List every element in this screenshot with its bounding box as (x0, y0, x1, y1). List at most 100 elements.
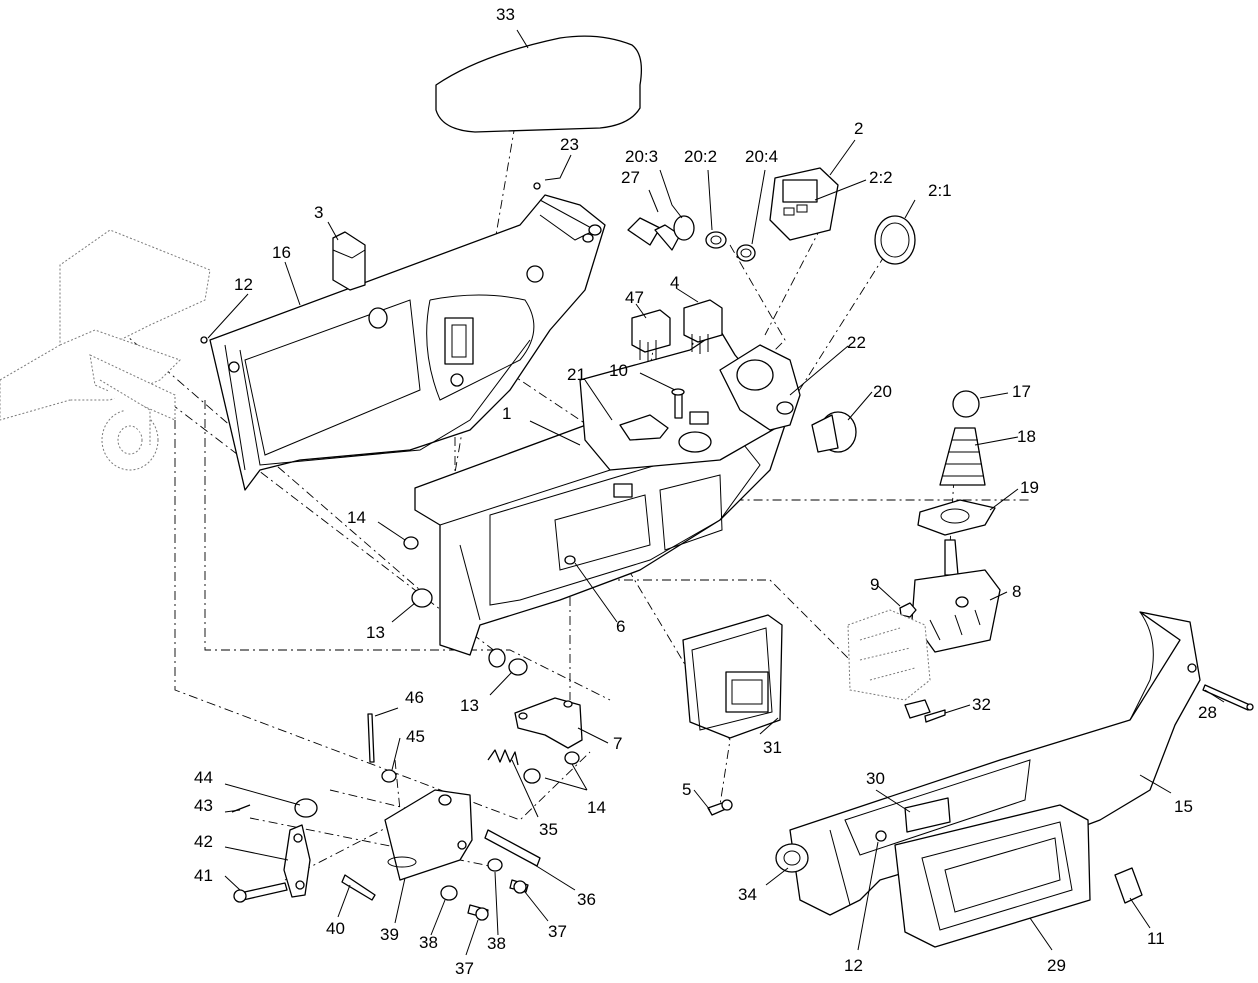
ignition-switch-20 (811, 411, 857, 453)
callout-38a: 38 (419, 933, 438, 952)
callout-32: 32 (972, 695, 991, 714)
callout-20: 20 (873, 382, 892, 401)
connector-block (847, 609, 931, 719)
callout-36: 36 (577, 890, 596, 909)
bolt-37a (467, 904, 489, 921)
callout-30: 30 (866, 769, 885, 788)
callout-45: 45 (406, 727, 425, 746)
callout-2: 2 (854, 119, 863, 138)
callout-9: 9 (870, 575, 879, 594)
top-plate (579, 329, 801, 471)
rocker-switch-4 (683, 299, 723, 354)
washer-45 (381, 769, 397, 783)
right-console-15 (789, 611, 1201, 916)
switch-3 (332, 231, 366, 291)
ignition-key-parts (627, 215, 756, 262)
mounting-plate-39 (384, 789, 473, 881)
callout-29: 29 (1047, 956, 1066, 975)
callout-20-3: 20:3 (625, 147, 658, 166)
callout-1: 1 (502, 404, 511, 423)
callout-39: 39 (380, 925, 399, 944)
callout-2-2: 2:2 (869, 168, 893, 187)
bolt-5 (707, 799, 733, 816)
bolt-10 (671, 388, 685, 419)
callout-21: 21 (567, 365, 586, 384)
bracket-7 (514, 697, 583, 749)
callout-28: 28 (1198, 703, 1217, 722)
grommet-34 (775, 843, 809, 873)
spring-35 (487, 749, 519, 766)
callout-44: 44 (194, 768, 213, 787)
bolt-37b (509, 879, 529, 894)
callout-3: 3 (314, 203, 323, 222)
callout-12b: 12 (844, 956, 863, 975)
screw-32 (924, 709, 946, 723)
washer-14c (523, 768, 541, 784)
nut-14a (403, 536, 419, 550)
lever-42 (283, 824, 311, 898)
rocker-switch-47 (631, 309, 671, 362)
callout-35: 35 (539, 820, 558, 839)
callout-41: 41 (194, 866, 213, 885)
bushing-44 (294, 798, 318, 818)
screw-12b (875, 830, 887, 842)
callout-38b: 38 (487, 934, 506, 953)
callout-40: 40 (326, 919, 345, 938)
boot-gasket-19 (917, 499, 996, 536)
controller-31 (682, 614, 783, 739)
callout-47: 47 (625, 288, 644, 307)
callout-5: 5 (682, 780, 691, 799)
bolt-40 (341, 874, 376, 901)
callout-14b: 14 (587, 798, 606, 817)
callout-34: 34 (738, 885, 757, 904)
washer-38b (487, 858, 503, 872)
callout-6: 6 (616, 617, 625, 636)
callout-37b: 37 (548, 922, 567, 941)
display-unit-2 (769, 167, 839, 241)
bolt-41 (233, 882, 288, 903)
callout-4: 4 (670, 273, 679, 292)
bezel-ring-2-1 (874, 215, 916, 265)
nut-14b (564, 751, 580, 765)
callout-labels: 33 23 27 20:3 20:2 20:4 2 2:2 2:1 3 16 1… (194, 5, 1217, 978)
vehicle-frame-ghost (0, 229, 211, 471)
washer-38a (440, 885, 458, 901)
left-console-panel (200, 182, 606, 491)
pin-28 (1202, 684, 1254, 711)
callout-12a: 12 (234, 275, 253, 294)
callout-8: 8 (1012, 582, 1021, 601)
label-30 (904, 797, 951, 833)
callout-14a: 14 (347, 508, 366, 527)
callout-13a: 13 (366, 623, 385, 642)
callout-7: 7 (613, 734, 622, 753)
callout-43: 43 (194, 796, 213, 815)
spacer-13b (508, 658, 528, 676)
callout-13b: 13 (460, 696, 479, 715)
armrest-pad (435, 35, 643, 133)
callout-2-1: 2:1 (928, 181, 952, 200)
callout-15: 15 (1174, 797, 1193, 816)
joystick-boot-18 (939, 427, 986, 486)
callout-20-4: 20:4 (745, 147, 778, 166)
callout-42: 42 (194, 832, 213, 851)
spacer-13a (411, 588, 433, 608)
callout-18: 18 (1017, 427, 1036, 446)
callout-46: 46 (405, 688, 424, 707)
callout-23: 23 (560, 135, 579, 154)
storage-lid-29 (894, 804, 1091, 948)
callout-20-2: 20:2 (684, 147, 717, 166)
joystick-knob-17 (952, 390, 980, 418)
pin-46 (367, 713, 375, 763)
callout-33: 33 (496, 5, 515, 24)
nut-9 (899, 602, 917, 618)
callout-31: 31 (763, 738, 782, 757)
latch-11 (1114, 867, 1143, 904)
callout-11: 11 (1147, 929, 1165, 948)
callout-22: 22 (847, 333, 866, 352)
callout-19: 19 (1020, 478, 1039, 497)
callout-17: 17 (1012, 382, 1031, 401)
callout-10: 10 (609, 361, 628, 380)
joystick-valve-8 (911, 539, 1001, 653)
callout-16: 16 (272, 243, 291, 262)
